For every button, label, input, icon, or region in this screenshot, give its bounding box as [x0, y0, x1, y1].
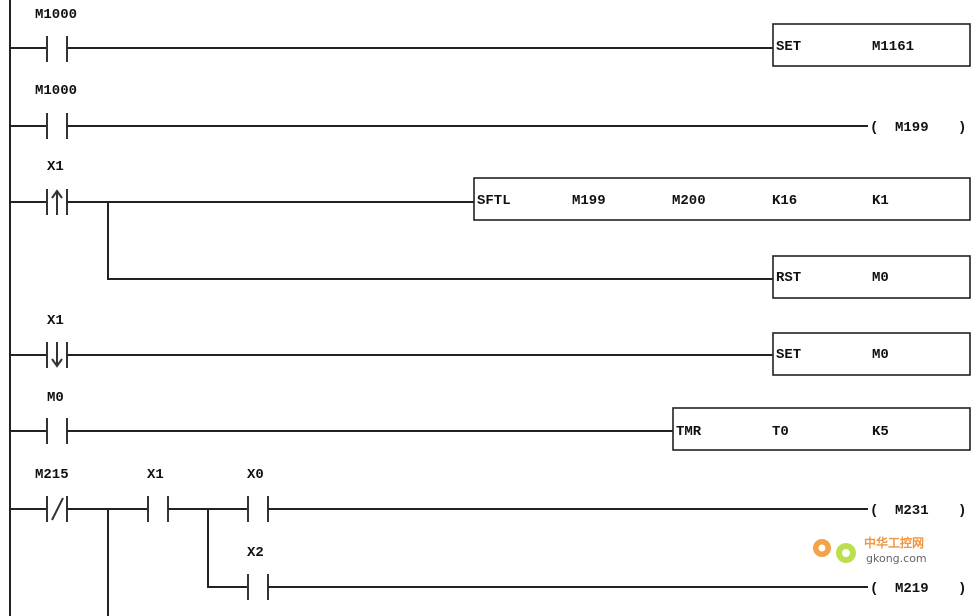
coil-label: M219 [895, 581, 929, 597]
no-contact-icon [147, 496, 169, 522]
watermark-site: gkong.com [866, 552, 927, 565]
instruction-operand: K1 [872, 193, 889, 209]
coil-label: M199 [895, 120, 929, 136]
no-contact-icon [46, 418, 68, 444]
rung-2[interactable]: M1000 ( M199 ) [10, 83, 966, 139]
instruction-operand: M0 [872, 347, 889, 363]
contact-label: M1000 [35, 7, 77, 23]
watermark-text: 中华工控网 [864, 535, 924, 550]
instruction-op: SET [776, 347, 801, 363]
coil-open-paren: ( [870, 120, 878, 136]
rung-3[interactable]: X1 SFTL M199 M200 K16 K1 RST M0 [10, 159, 971, 299]
nc-contact-icon [46, 496, 68, 522]
rising-edge-contact-icon [46, 189, 68, 215]
instruction-box [473, 177, 971, 221]
rung-5[interactable]: M0 TMR T0 K5 [10, 390, 971, 451]
rung-1[interactable]: M1000 SET M1161 [10, 7, 971, 67]
instruction-operand: K16 [772, 193, 797, 209]
falling-edge-contact-icon [46, 342, 68, 368]
rung-6[interactable]: M215 X1 X0 ( M231 ) X2 ( M219 ) [10, 467, 966, 616]
contact-label: M1000 [35, 83, 77, 99]
contact-label: M215 [35, 467, 69, 483]
instruction-operand: M200 [672, 193, 706, 209]
no-contact-icon [46, 113, 68, 139]
coil-close-paren: ) [958, 581, 966, 597]
instruction-op: SET [776, 39, 801, 55]
coil-close-paren: ) [958, 503, 966, 519]
instruction-box [772, 255, 971, 299]
contact-label: X1 [47, 313, 64, 329]
instruction-operand: M0 [872, 270, 889, 286]
watermark-logo: 中华工控网 gkong.com [813, 535, 927, 565]
coil-open-paren: ( [870, 581, 878, 597]
instruction-operand: T0 [772, 424, 789, 440]
instruction-op: SFTL [477, 193, 511, 209]
no-contact-icon [247, 496, 269, 522]
contact-label: X1 [47, 159, 64, 175]
contact-label: M0 [47, 390, 64, 406]
instruction-operand: K5 [872, 424, 889, 440]
coil-close-paren: ) [958, 120, 966, 136]
coil-label: M231 [895, 503, 929, 519]
contact-label: X2 [247, 545, 264, 561]
instruction-box [672, 407, 971, 451]
no-contact-icon [247, 574, 269, 600]
contact-label: X0 [247, 467, 264, 483]
instruction-operand: M1161 [872, 39, 914, 55]
instruction-box [772, 23, 971, 67]
instruction-operand: M199 [572, 193, 606, 209]
instruction-box [772, 332, 971, 376]
instruction-op: RST [776, 270, 801, 286]
coil-open-paren: ( [870, 503, 878, 519]
contact-label: X1 [147, 467, 164, 483]
no-contact-icon [46, 36, 68, 62]
instruction-op: TMR [676, 424, 702, 440]
rung-4[interactable]: X1 SET M0 [10, 313, 971, 376]
